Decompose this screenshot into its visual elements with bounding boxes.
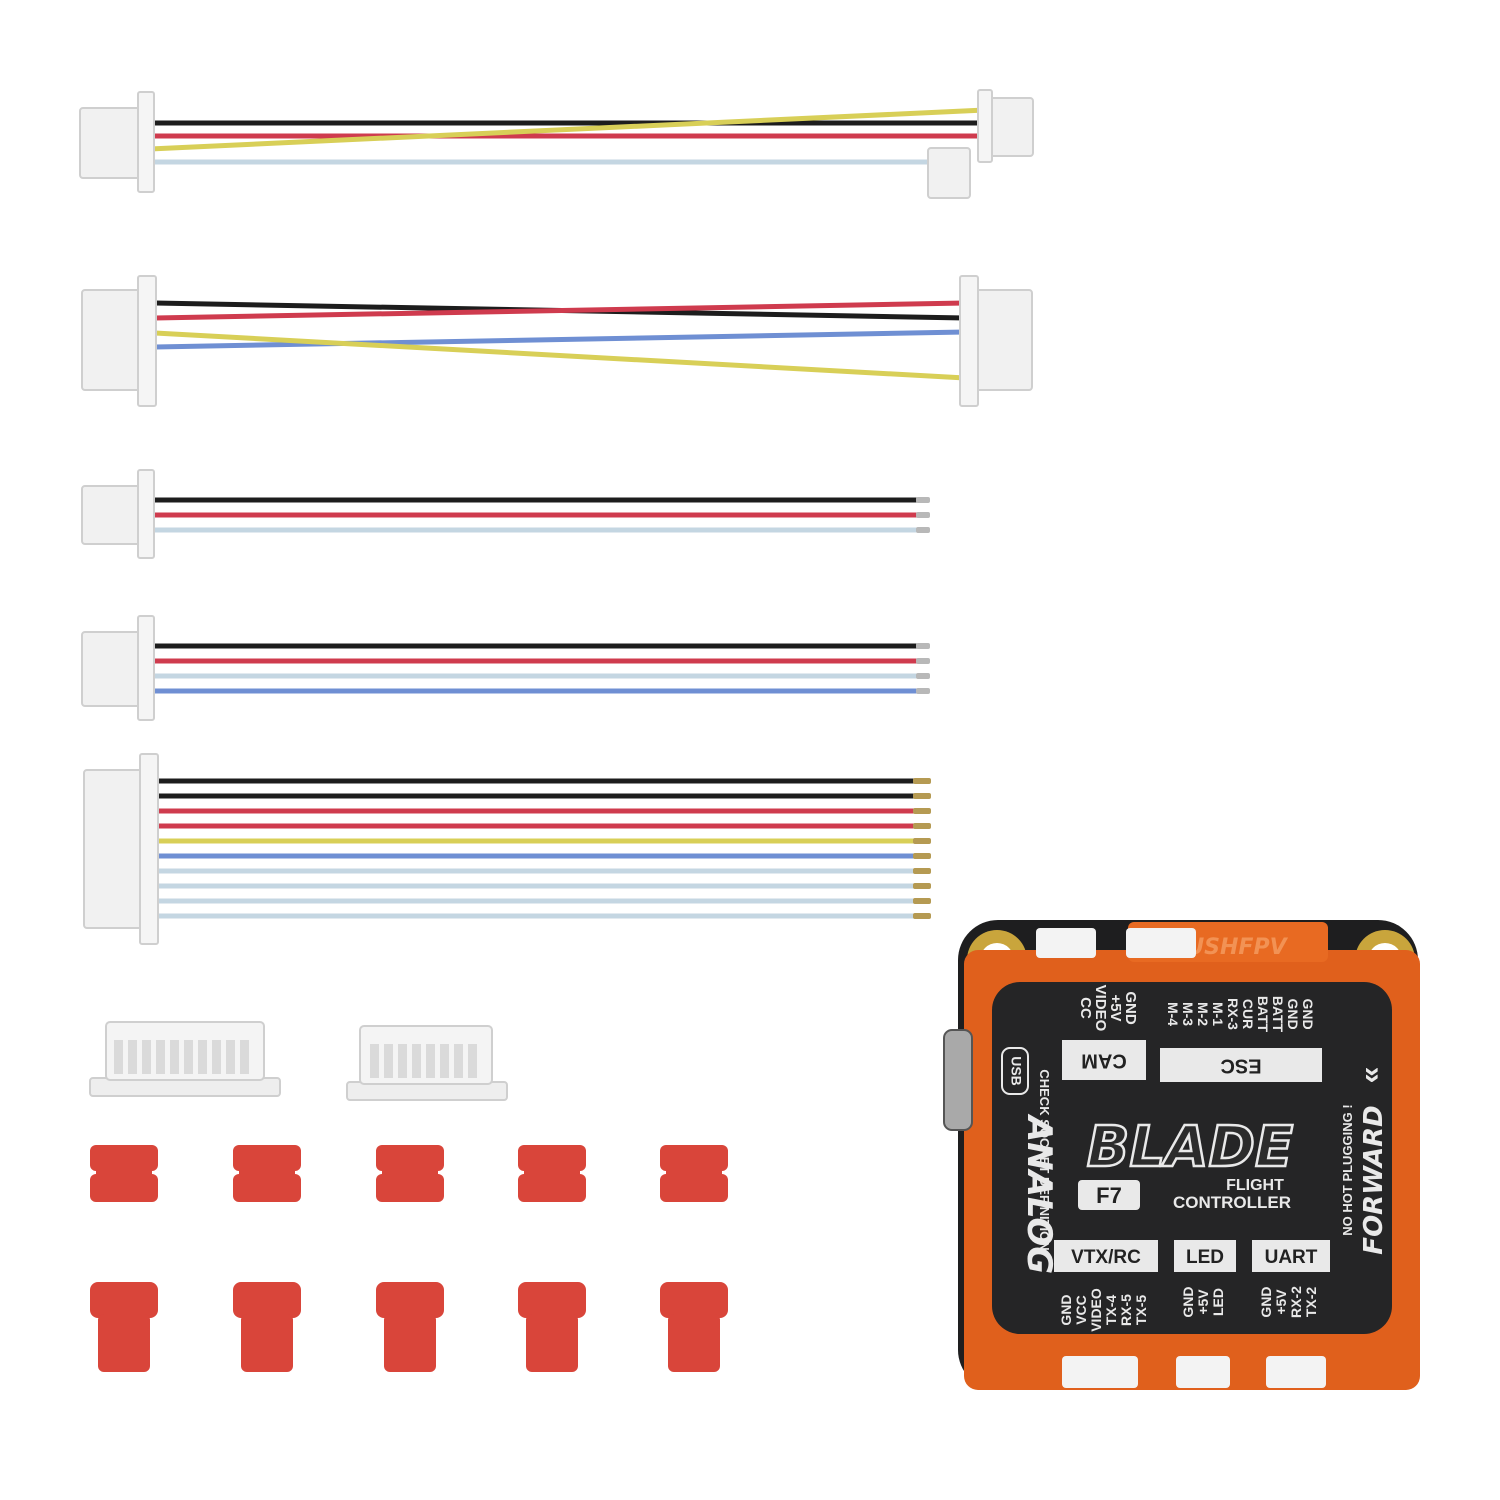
cam-pin: +5V bbox=[1107, 994, 1124, 1021]
spare-connector-10pin bbox=[89, 1021, 281, 1097]
cam-pin: VIDEO bbox=[1092, 985, 1109, 1032]
grommet bbox=[518, 1145, 586, 1202]
esc-pin: M-4 bbox=[1165, 1002, 1181, 1026]
subtitle-line2: CONTROLLER bbox=[1173, 1193, 1291, 1212]
uart-title: UART bbox=[1265, 1247, 1318, 1268]
wire-tips bbox=[916, 497, 930, 533]
no-hot-plugging-text: NO HOT PLUGGING ! bbox=[1340, 1104, 1355, 1235]
esc-title: ESC bbox=[1220, 1055, 1261, 1077]
connector-left bbox=[81, 275, 157, 407]
cam-block: CAM CC VIDEO +5V GND bbox=[1062, 985, 1146, 1080]
esc-pin: BATT bbox=[1255, 996, 1271, 1033]
cable-3 bbox=[81, 469, 930, 559]
uart-pin: RX-2 bbox=[1288, 1286, 1304, 1318]
esc-pin: GND bbox=[1285, 998, 1301, 1029]
cable-4 bbox=[81, 615, 930, 721]
vertical-brand: ANALOG bbox=[1019, 1113, 1059, 1274]
vtx-pin: TX-4 bbox=[1103, 1295, 1119, 1326]
esc-pin: M-1 bbox=[1210, 1002, 1226, 1026]
check-socket-text: CHECK SOCKET DEFINITION bbox=[1037, 1069, 1052, 1250]
grommet bbox=[376, 1145, 444, 1202]
model-badge bbox=[1078, 1180, 1140, 1210]
uart-pin: GND bbox=[1258, 1286, 1274, 1317]
vtx-pin: RX-5 bbox=[1118, 1294, 1134, 1326]
svg-text:USB: USB bbox=[1008, 1056, 1024, 1086]
cam-title: CAM bbox=[1081, 1050, 1127, 1072]
grommet bbox=[518, 1282, 586, 1372]
forward-text: FORWARD bbox=[1359, 1105, 1389, 1254]
model-text: F7 bbox=[1096, 1183, 1122, 1208]
subtitle-line1: FLIGHT bbox=[1226, 1177, 1284, 1194]
forward-arrow-icon: » bbox=[1357, 1067, 1390, 1084]
esc-block: ESC M-4 M-3 M-2 M-1 RX-3 CUR BATT BATT G… bbox=[1160, 996, 1322, 1082]
cable-1 bbox=[79, 89, 1034, 199]
esc-pin: BATT bbox=[1270, 996, 1286, 1033]
led-title: LED bbox=[1186, 1247, 1224, 1268]
grommet bbox=[233, 1282, 301, 1372]
cable-2 bbox=[81, 275, 1033, 407]
connector-left bbox=[79, 91, 155, 193]
usb-port[interactable] bbox=[943, 1029, 973, 1131]
uart-block: UART GND +5V RX-2 TX-2 bbox=[1252, 1240, 1330, 1318]
wire bbox=[154, 300, 966, 321]
cable-5 bbox=[83, 753, 931, 945]
vtx-block: VTX/RC GND VCC VIDEO TX-4 RX-5 TX-5 bbox=[1054, 1240, 1158, 1332]
connector-left bbox=[81, 615, 155, 721]
grommet bbox=[660, 1282, 728, 1372]
esc-pin: CUR bbox=[1240, 999, 1256, 1029]
cam-pin: GND bbox=[1122, 991, 1139, 1025]
uart-pin: +5V bbox=[1273, 1289, 1289, 1315]
esc-pin: GND bbox=[1300, 998, 1316, 1029]
grommet-row-2 bbox=[90, 1282, 728, 1372]
vtx-title: VTX/RC bbox=[1071, 1247, 1141, 1268]
grommet bbox=[233, 1145, 301, 1202]
esc-pin: M-2 bbox=[1195, 1002, 1211, 1026]
grommet-row-1 bbox=[90, 1145, 728, 1202]
connector-left bbox=[81, 469, 155, 559]
connector-right bbox=[959, 275, 1033, 407]
esc-pin: M-3 bbox=[1180, 1002, 1196, 1026]
esc-pin: RX-3 bbox=[1225, 998, 1241, 1030]
wire bbox=[154, 329, 966, 350]
led-block: LED GND +5V LED bbox=[1174, 1240, 1236, 1318]
vtx-pin: GND bbox=[1058, 1294, 1074, 1325]
vtx-pin: VIDEO bbox=[1088, 1288, 1104, 1332]
led-pin: GND bbox=[1180, 1286, 1196, 1317]
wire bbox=[154, 330, 966, 381]
grommet bbox=[90, 1145, 158, 1202]
grommet bbox=[90, 1282, 158, 1372]
vtx-pin: TX-5 bbox=[1133, 1295, 1149, 1326]
flight-controller: RUSHFPV CAM CC VIDEO +5V GND ESC M-4 M-3… bbox=[943, 920, 1420, 1390]
usb-badge: USB bbox=[1001, 1047, 1029, 1095]
led-pin: +5V bbox=[1195, 1289, 1211, 1315]
led-pin: LED bbox=[1210, 1288, 1226, 1316]
wire-tips bbox=[916, 643, 930, 694]
grommet bbox=[376, 1282, 444, 1372]
connector-left bbox=[83, 753, 159, 945]
blade-logo: BLADE bbox=[1087, 1115, 1293, 1180]
vtx-pin: VCC bbox=[1073, 1295, 1089, 1325]
wire bbox=[149, 107, 986, 152]
grommet bbox=[660, 1145, 728, 1202]
wire-tips bbox=[913, 778, 931, 919]
uart-pin: TX-2 bbox=[1303, 1287, 1319, 1318]
cam-pin: CC bbox=[1077, 997, 1094, 1019]
connector-right-1pin bbox=[927, 147, 971, 199]
connector-right-3pin bbox=[977, 89, 1034, 163]
spare-connector-8pin bbox=[346, 1025, 508, 1101]
